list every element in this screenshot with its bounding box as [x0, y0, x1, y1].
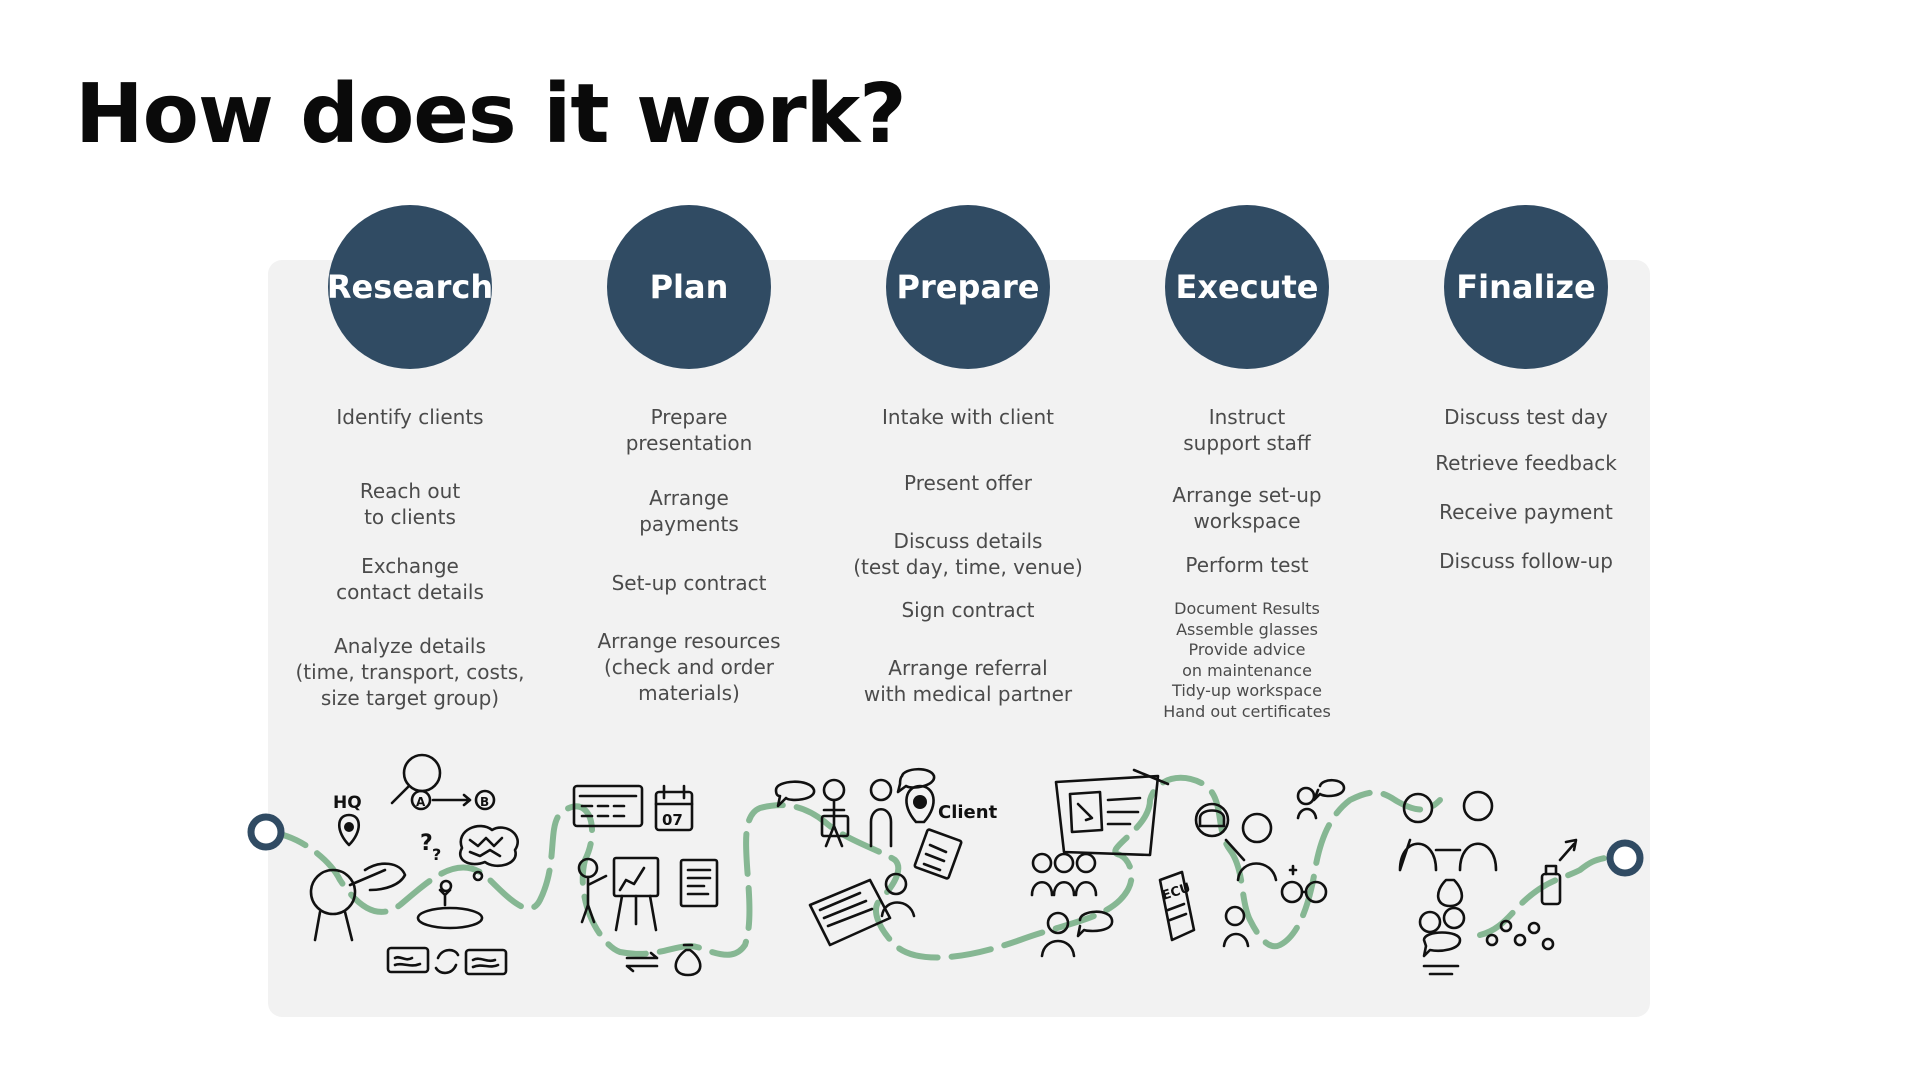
journey-path [268, 778, 1440, 958]
journey-end-node [1610, 843, 1640, 873]
svg-text:?: ? [420, 831, 433, 856]
point-b-label: B [480, 795, 489, 809]
svg-text:?: ? [432, 845, 441, 864]
point-a-label: A [416, 795, 426, 809]
calendar-day-label: 07 [662, 811, 683, 829]
prepare-doodles: Client [776, 769, 998, 945]
client-label: Client [938, 802, 998, 823]
hq-label: HQ [333, 793, 362, 813]
research-doodles: HQ A B ? ? [311, 755, 518, 974]
journey-start-node [251, 817, 281, 847]
